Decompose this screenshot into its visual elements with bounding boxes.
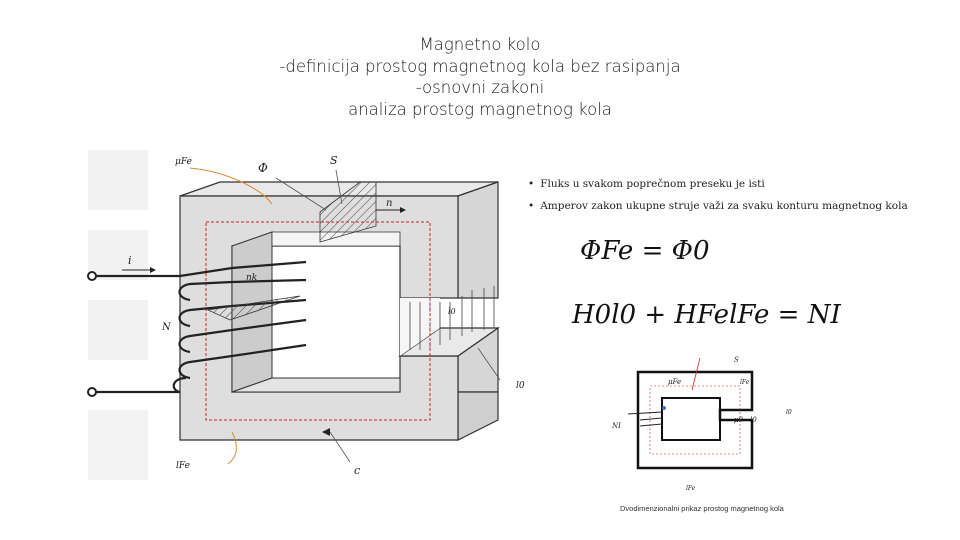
label-mu-fe: μFe: [175, 157, 192, 167]
small-label-s: S: [734, 356, 739, 364]
equation-flux: ΦFe = Φ0: [580, 236, 710, 266]
label-i: i: [128, 254, 132, 267]
bullet-item: •Amperov zakon ukupne struje važi za sva…: [528, 200, 908, 212]
label-c: c: [354, 464, 360, 477]
bullet-list: •Fluks u svakom poprečnom preseku je ist…: [528, 178, 928, 222]
terminal-top: [87, 271, 97, 281]
small-label-mu0: μ0: [734, 416, 744, 424]
label-N: N: [161, 322, 172, 333]
page-title: Magnetno kolo -definicija prostog magnet…: [0, 34, 960, 120]
mu-leader: [189, 167, 273, 205]
coil-winding: [92, 260, 307, 394]
lfe-leader: [227, 431, 237, 465]
small-2d-diagram: S μFe lFe NI μ0 l0 l0 lFe: [611, 356, 792, 492]
background-watermark: [88, 150, 148, 480]
small-label-ni: NI: [611, 422, 621, 430]
label-l0: l0: [516, 381, 525, 391]
small-label-lfe: lFe: [740, 379, 750, 386]
small-diagram-caption: Dvodimenzionalni prikaz prostog magnetno…: [620, 504, 784, 513]
small-label-l0: l0: [750, 416, 757, 424]
air-gap-flux-lines: [409, 286, 495, 350]
terminal-bottom: [87, 387, 97, 397]
title-line-3: -osnovni zakoni: [415, 78, 545, 97]
label-lfe: lFe: [176, 461, 190, 471]
equation-ampere: H0l0 + HFelFe = NI: [572, 300, 841, 330]
label-l0-gap: l0: [448, 307, 456, 316]
coil-cross-section: [206, 295, 301, 321]
small-label-lfe-bottom: lFe: [686, 485, 696, 492]
label-phi: Φ: [258, 161, 268, 175]
title-line-1: Magnetno kolo: [419, 35, 541, 54]
title-line-2: -definicija prostog magnetnog kola bez r…: [279, 56, 681, 76]
label-s: S: [330, 154, 338, 167]
iron-core: [179, 181, 500, 441]
bullet-item: •Fluks u svakom poprečnom preseku je ist…: [528, 178, 765, 190]
label-nk: nk: [246, 273, 257, 283]
mean-flux-path: [205, 221, 431, 421]
title-line-4: analiza prostog magnetnog kola: [348, 99, 612, 119]
small-label-mu: μFe: [668, 378, 681, 386]
small-label-i: l0: [786, 409, 792, 416]
label-n: n: [386, 198, 392, 209]
